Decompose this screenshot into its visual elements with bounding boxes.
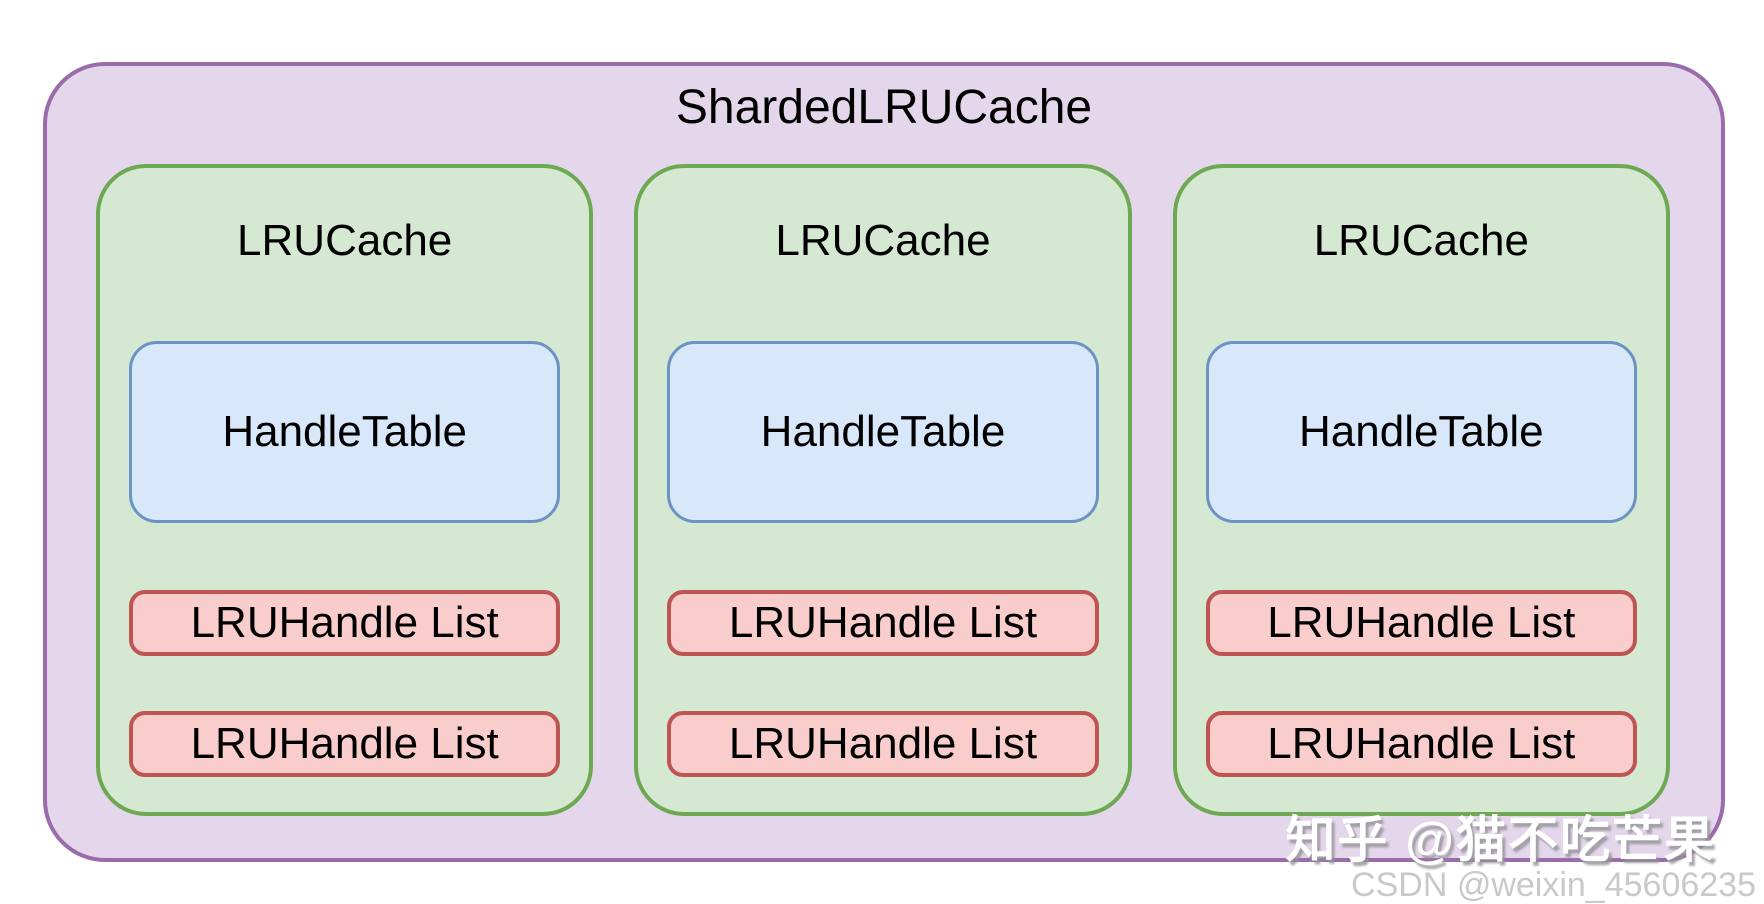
sharded-lru-cache-box: ShardedLRUCache LRUCache HandleTable LRU… — [43, 62, 1725, 862]
handle-table-box: HandleTable — [129, 340, 561, 523]
lru-cache-box-2: LRUCache HandleTable LRUHandle List LRUH… — [634, 164, 1132, 816]
lru-handle-list-box: LRUHandle List — [1205, 589, 1637, 656]
lru-cache-box-3: LRUCache HandleTable LRUHandle List LRUH… — [1172, 164, 1670, 816]
csdn-watermark: CSDN @weixin_45606235 — [1351, 866, 1756, 904]
lru-handle-list-box: LRUHandle List — [667, 710, 1099, 777]
lru-handle-list-box: LRUHandle List — [667, 589, 1099, 656]
lru-handle-list-box: LRUHandle List — [129, 710, 561, 777]
zhihu-watermark: 知乎 @猫不吃芒果 — [1285, 812, 1716, 868]
lru-cache-label: LRUCache — [1313, 216, 1529, 265]
lru-handle-list-box: LRUHandle List — [1205, 710, 1637, 777]
handle-table-box: HandleTable — [667, 340, 1099, 523]
lru-handle-list-box: LRUHandle List — [129, 589, 561, 656]
lru-cache-box-1: LRUCache HandleTable LRUHandle List LRUH… — [96, 164, 594, 816]
sharded-lru-cache-title: ShardedLRUCache — [675, 81, 1093, 134]
handle-table-box: HandleTable — [1205, 340, 1637, 523]
shard-columns: LRUCache HandleTable LRUHandle List LRUH… — [96, 164, 1670, 816]
lru-cache-label: LRUCache — [775, 216, 991, 265]
lru-cache-label: LRUCache — [237, 216, 453, 265]
